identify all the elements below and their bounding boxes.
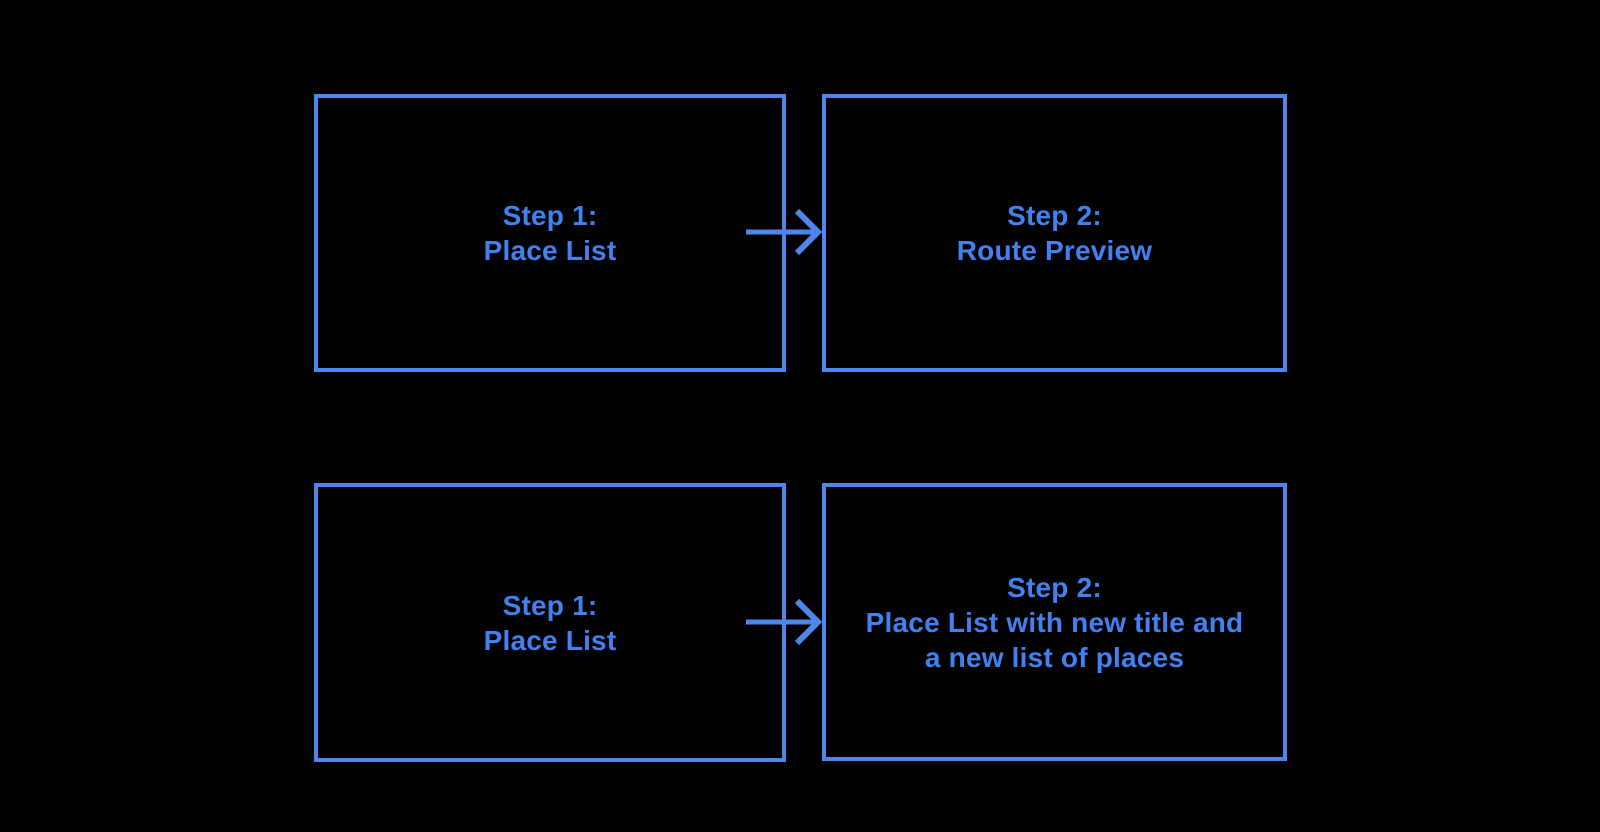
node-line: Step 2: <box>1007 200 1102 231</box>
flow-arrow-icon <box>746 208 823 256</box>
flow-arrow-icon <box>746 598 823 646</box>
node-line: Place List <box>483 235 617 266</box>
node-line: a new list of places <box>924 641 1185 673</box>
flow-node-step2-place-list-new-title: Step 2: Place List with new title and a … <box>822 483 1287 761</box>
flow-node-step2-route-preview: Step 2: Route Preview <box>822 94 1287 372</box>
flow-node-step1-place-list: Step 1: Place List <box>314 94 786 372</box>
node-line: Place List <box>483 624 617 656</box>
node-line: Step 2: <box>1007 571 1102 603</box>
node-line: Step 1: <box>502 200 598 231</box>
node-line: Place List with new title and <box>865 606 1244 638</box>
node-line: Step 1: <box>502 589 598 621</box>
flow-node-step1-place-list-2: Step 1: Place List <box>314 483 786 762</box>
node-line: Route Preview <box>956 235 1153 266</box>
